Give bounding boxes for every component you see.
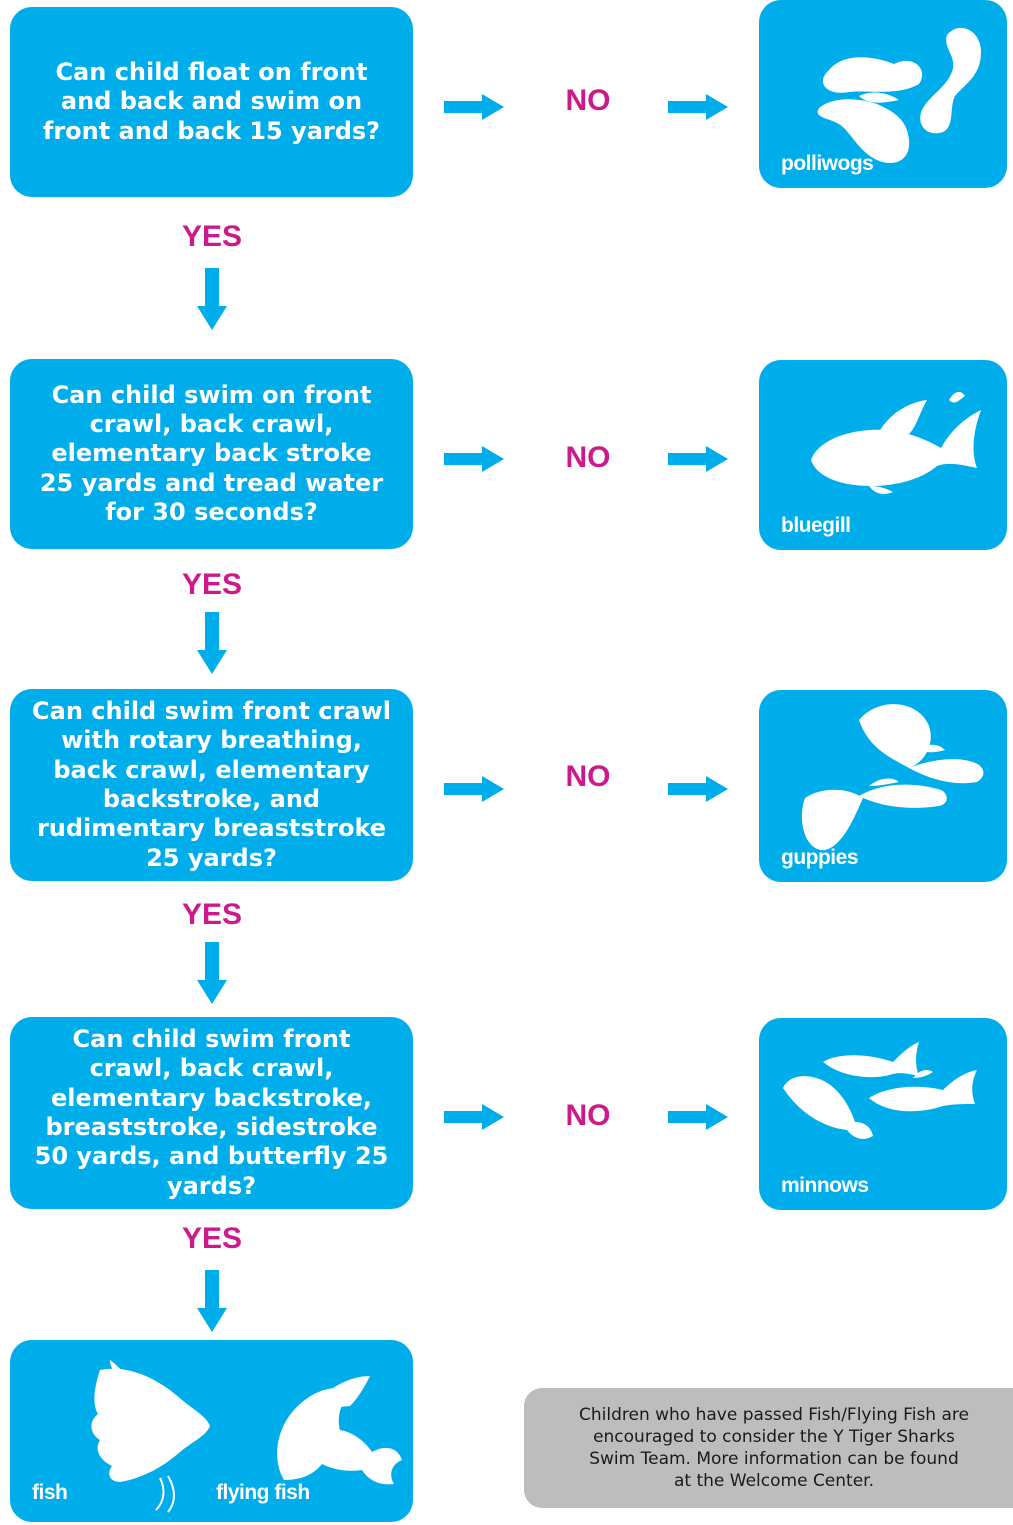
- final-result-box: fish flying fish: [10, 1340, 413, 1522]
- no-label-2: NO: [565, 441, 611, 474]
- right-arrow-icon: [444, 1104, 504, 1130]
- final-label-flying-fish: flying fish: [216, 1481, 310, 1505]
- result-box-bluegill: bluegill: [759, 360, 1007, 550]
- question-text-1: Can child float on front and back and sw…: [42, 58, 381, 145]
- no-label-3: NO: [565, 760, 611, 793]
- result-label-polliwogs: polliwogs: [781, 152, 874, 175]
- right-arrow-icon: [668, 1104, 728, 1130]
- yes-label-3: YES: [181, 898, 243, 931]
- result-box-polliwogs: polliwogs: [759, 0, 1007, 188]
- bluegill-icon: [811, 391, 981, 494]
- yes-label-1: YES: [181, 220, 243, 253]
- right-arrow-icon: [444, 446, 504, 472]
- down-arrow-icon: [197, 612, 227, 674]
- result-label-bluegill: bluegill: [781, 514, 851, 537]
- right-arrow-icon: [444, 94, 504, 120]
- info-note: Children who have passed Fish/Flying Fis…: [524, 1388, 1013, 1508]
- result-label-guppies: guppies: [781, 846, 859, 869]
- question-text-2: Can child swim on front crawl, back craw…: [39, 380, 384, 526]
- down-arrow-icon: [197, 268, 227, 330]
- yes-label-2: YES: [181, 568, 243, 601]
- flying-fish-icon: [277, 1376, 402, 1485]
- no-label-1: NO: [565, 84, 611, 117]
- final-label-fish: fish: [32, 1481, 68, 1505]
- right-arrow-icon: [668, 94, 728, 120]
- angelfish-icon: [91, 1360, 210, 1513]
- question-box-3: Can child swim front crawl with rotary b…: [10, 689, 413, 881]
- right-arrow-icon: [444, 776, 504, 802]
- result-box-guppies: guppies: [759, 690, 1007, 882]
- guppies-icon: [801, 704, 984, 851]
- question-box-1: Can child float on front and back and sw…: [10, 7, 413, 197]
- info-note-text: Children who have passed Fish/Flying Fis…: [579, 1404, 969, 1492]
- result-box-minnows: minnows: [759, 1018, 1007, 1210]
- no-label-4: NO: [565, 1099, 611, 1132]
- right-arrow-icon: [668, 776, 728, 802]
- down-arrow-icon: [197, 1270, 227, 1332]
- question-box-4: Can child swim front crawl, back crawl, …: [10, 1017, 413, 1209]
- yes-label-4: YES: [181, 1222, 243, 1255]
- tadpoles-icon: [817, 27, 981, 164]
- result-label-minnows: minnows: [781, 1174, 869, 1197]
- down-arrow-icon: [197, 942, 227, 1004]
- question-box-2: Can child swim on front crawl, back craw…: [10, 359, 413, 549]
- right-arrow-icon: [668, 446, 728, 472]
- minnows-icon: [783, 1042, 977, 1139]
- question-text-4: Can child swim front crawl, back crawl, …: [34, 1025, 389, 1200]
- question-text-3: Can child swim front crawl with rotary b…: [32, 697, 391, 872]
